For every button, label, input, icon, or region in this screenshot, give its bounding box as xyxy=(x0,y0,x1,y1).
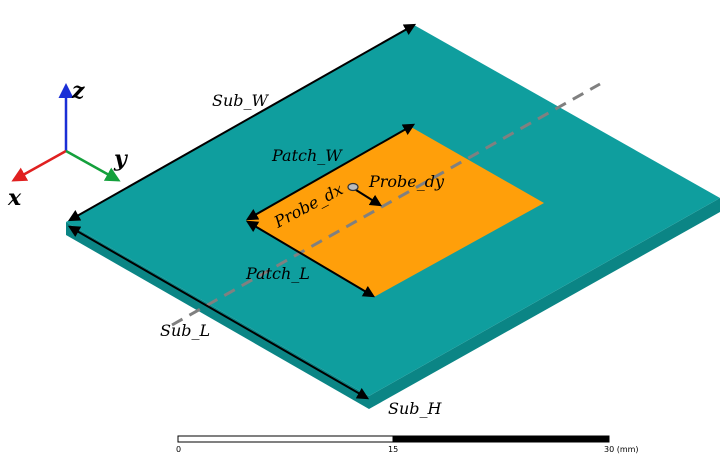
y-axis-arrow xyxy=(65,149,121,182)
z-axis-label: z xyxy=(71,78,85,104)
scale-bar-start-label: 0 xyxy=(176,445,181,454)
scale-bar-black-segment xyxy=(392,435,610,443)
scale-bar-end-label: 30 (mm) xyxy=(604,445,639,454)
probe-feed-point xyxy=(347,182,359,192)
scale-bar-mid-label: 15 xyxy=(388,445,398,454)
sub-l-dimension xyxy=(67,225,370,400)
probe-dy-label: Probe_dy xyxy=(368,172,445,191)
sub-l-label: Sub_L xyxy=(160,321,210,340)
sub-w-label: Sub_W xyxy=(212,91,270,110)
coordinate-axes: z y x xyxy=(7,78,129,211)
patch-w-label: Patch_W xyxy=(271,146,343,165)
x-axis-arrow xyxy=(11,149,67,182)
scale-bar: 0 15 30 (mm) xyxy=(176,435,639,454)
scale-bar-white-segment xyxy=(177,435,394,443)
substrate-side-right xyxy=(369,198,720,409)
probe-dy-dimension xyxy=(355,189,383,207)
sub-h-label: Sub_H xyxy=(388,399,443,418)
sub-w-dimension xyxy=(67,23,417,222)
patch-l-dimension xyxy=(245,220,376,298)
x-axis-label: x xyxy=(7,185,22,211)
y-axis-label: y xyxy=(113,146,129,172)
patch-w-dimension xyxy=(245,123,416,221)
patch-l-label: Patch_L xyxy=(245,264,310,283)
